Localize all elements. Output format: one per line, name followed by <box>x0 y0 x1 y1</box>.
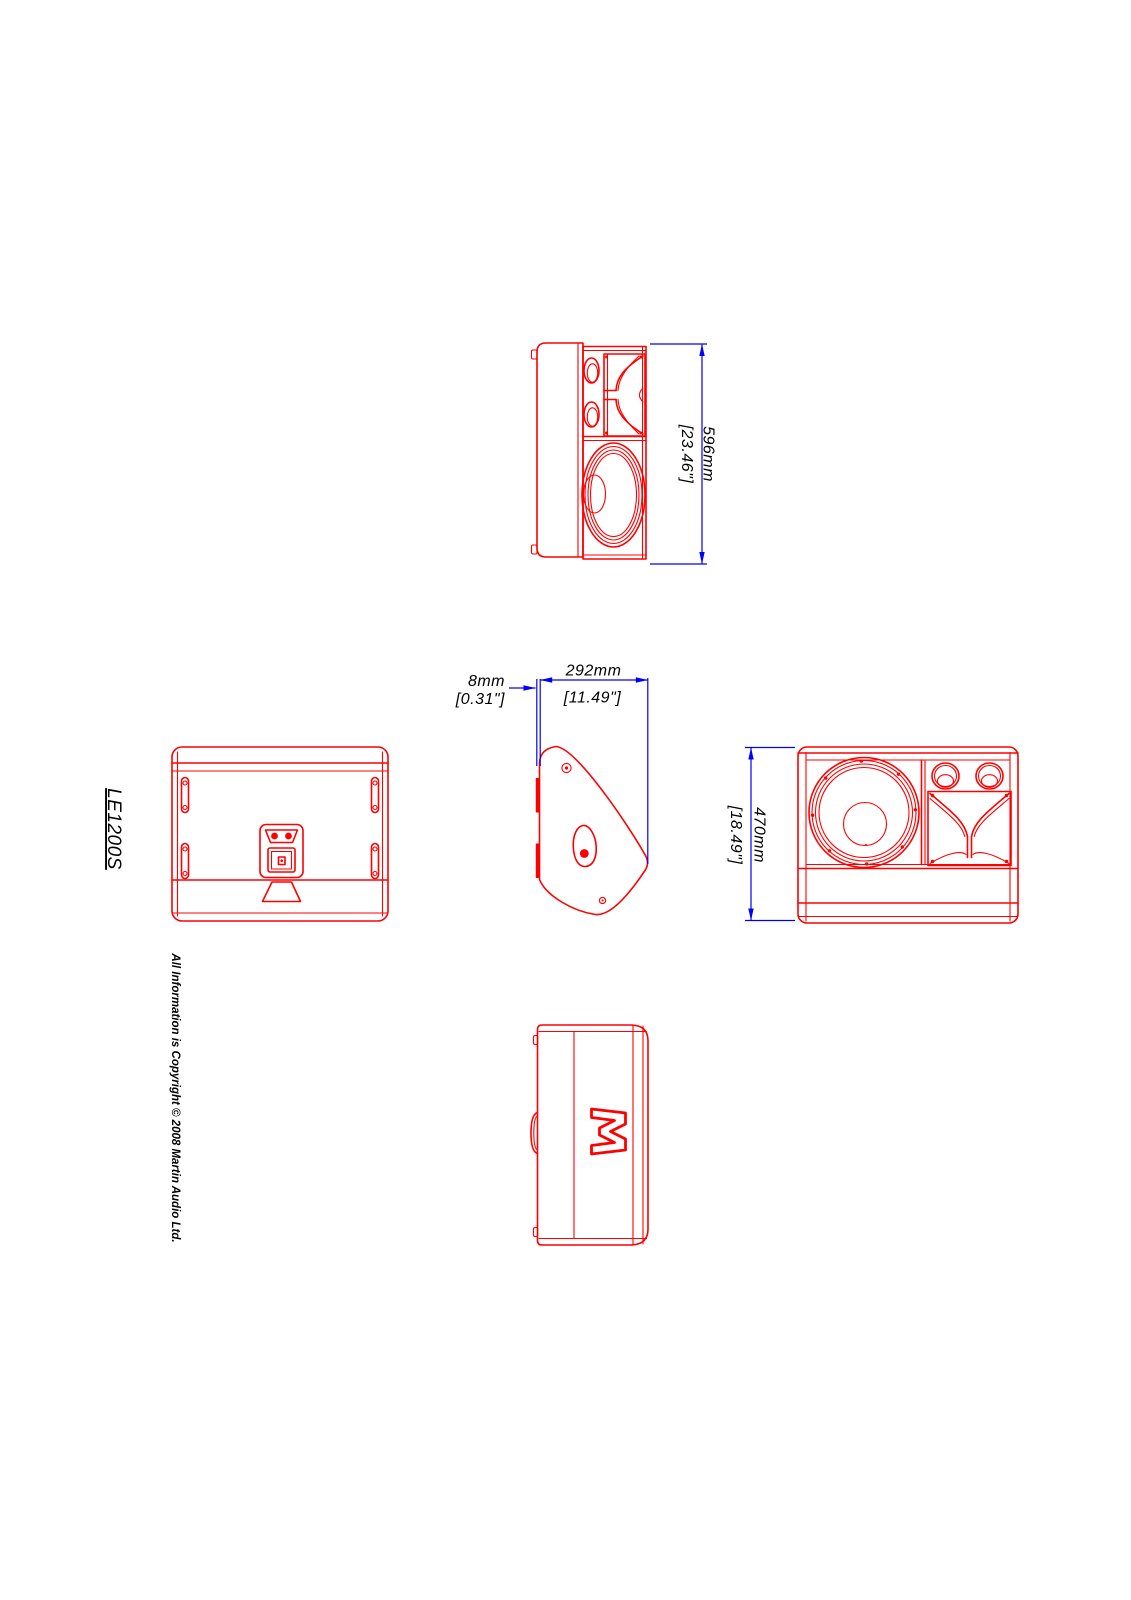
dim-width-metric: 470mm <box>751 807 768 863</box>
top-view-ports <box>583 357 600 428</box>
dim-width: 470mm [18.49"] <box>727 746 795 922</box>
top-view-horn <box>603 353 646 437</box>
front-view-horn <box>927 790 1012 867</box>
bottom-view <box>530 1024 649 1246</box>
side-view-rail <box>535 778 540 813</box>
martin-audio-logo <box>590 1107 627 1156</box>
front-view <box>797 746 1019 924</box>
dim-rail-imperial: [0.31"] <box>455 691 505 708</box>
rear-view-handles <box>180 776 380 880</box>
dim-depth-metric: 292mm <box>565 663 622 680</box>
model-label: LE1200S <box>103 788 124 870</box>
side-view <box>535 745 649 916</box>
dim-depth-imperial: [11.49"] <box>563 690 621 707</box>
front-view-woofer <box>808 756 920 869</box>
dim-rail-metric: 8mm <box>468 673 505 690</box>
side-view-rail <box>535 843 540 878</box>
rear-view <box>171 746 389 922</box>
dim-width-imperial: [18.49"] <box>727 805 744 865</box>
dim-height-metric: 596mm <box>700 426 717 482</box>
front-view-ports <box>931 762 1004 790</box>
dim-depth: 292mm [11.49"] <box>536 663 649 864</box>
dim-height-imperial: [23.46"] <box>678 424 695 484</box>
top-view-woofer <box>581 442 646 548</box>
copyright-note: All Information is Copyright © 2008 Mart… <box>169 952 181 1242</box>
rear-view-pole-flare <box>261 881 302 903</box>
top-view <box>530 342 647 560</box>
rear-view-connector-panel <box>259 823 304 879</box>
side-view-handle-pocket <box>572 824 598 868</box>
dim-rail: 8mm [0.31"] <box>455 673 536 708</box>
dim-height: 596mm [23.46"] <box>650 343 717 565</box>
